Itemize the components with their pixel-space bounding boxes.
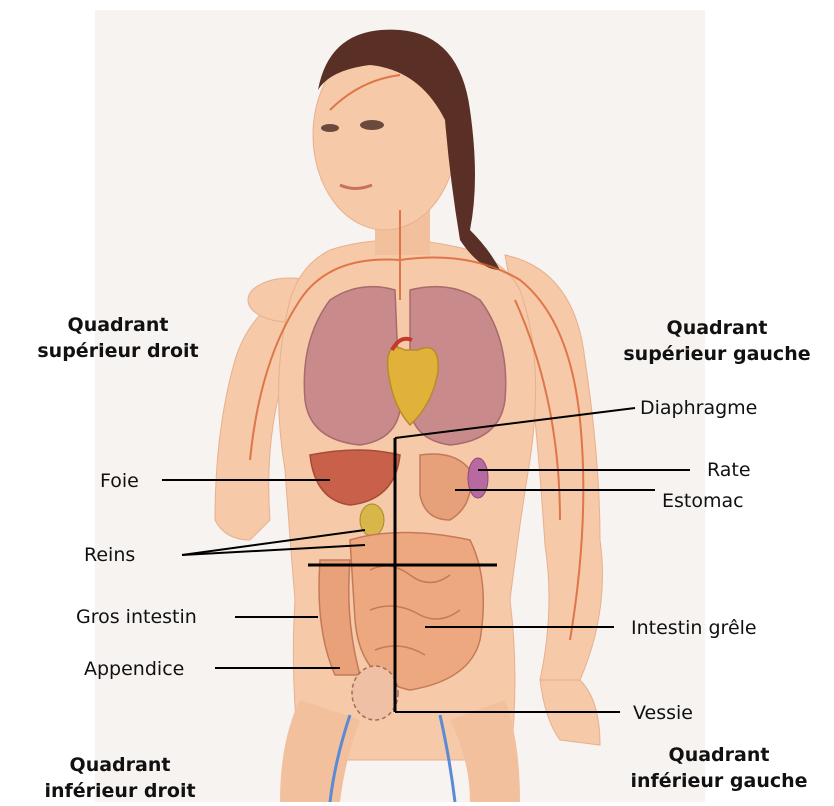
- quadrant-upper-right-line1: Quadrant: [23, 312, 213, 338]
- label-gros-intestin: Gros intestin: [76, 606, 197, 628]
- label-appendice: Appendice: [84, 658, 184, 680]
- quadrant-upper-right-line2: supérieur droit: [23, 338, 213, 364]
- quadrant-upper-left: Quadrant supérieur gauche: [600, 315, 834, 367]
- label-vessie: Vessie: [633, 702, 693, 724]
- label-foie: Foie: [100, 470, 139, 492]
- quadrant-lower-left: Quadrant inférieur gauche: [604, 742, 834, 794]
- quadrant-lower-left-line1: Quadrant: [604, 742, 834, 768]
- quadrant-lower-right: Quadrant inférieur droit: [20, 752, 220, 804]
- quadrant-lower-right-line1: Quadrant: [20, 752, 220, 778]
- label-rate: Rate: [707, 459, 751, 481]
- quadrant-upper-right: Quadrant supérieur droit: [23, 312, 213, 364]
- quadrant-upper-left-line2: supérieur gauche: [600, 341, 834, 367]
- label-intestin-grele: Intestin grêle: [631, 617, 757, 639]
- quadrant-lower-left-line2: inférieur gauche: [604, 768, 834, 794]
- label-diaphragme: Diaphragme: [640, 397, 757, 419]
- quadrant-upper-left-line1: Quadrant: [600, 315, 834, 341]
- spleen: [468, 458, 488, 498]
- quadrant-lower-right-line2: inférieur droit: [20, 778, 220, 804]
- label-reins: Reins: [84, 544, 135, 566]
- bladder: [352, 666, 398, 720]
- label-estomac: Estomac: [662, 490, 744, 512]
